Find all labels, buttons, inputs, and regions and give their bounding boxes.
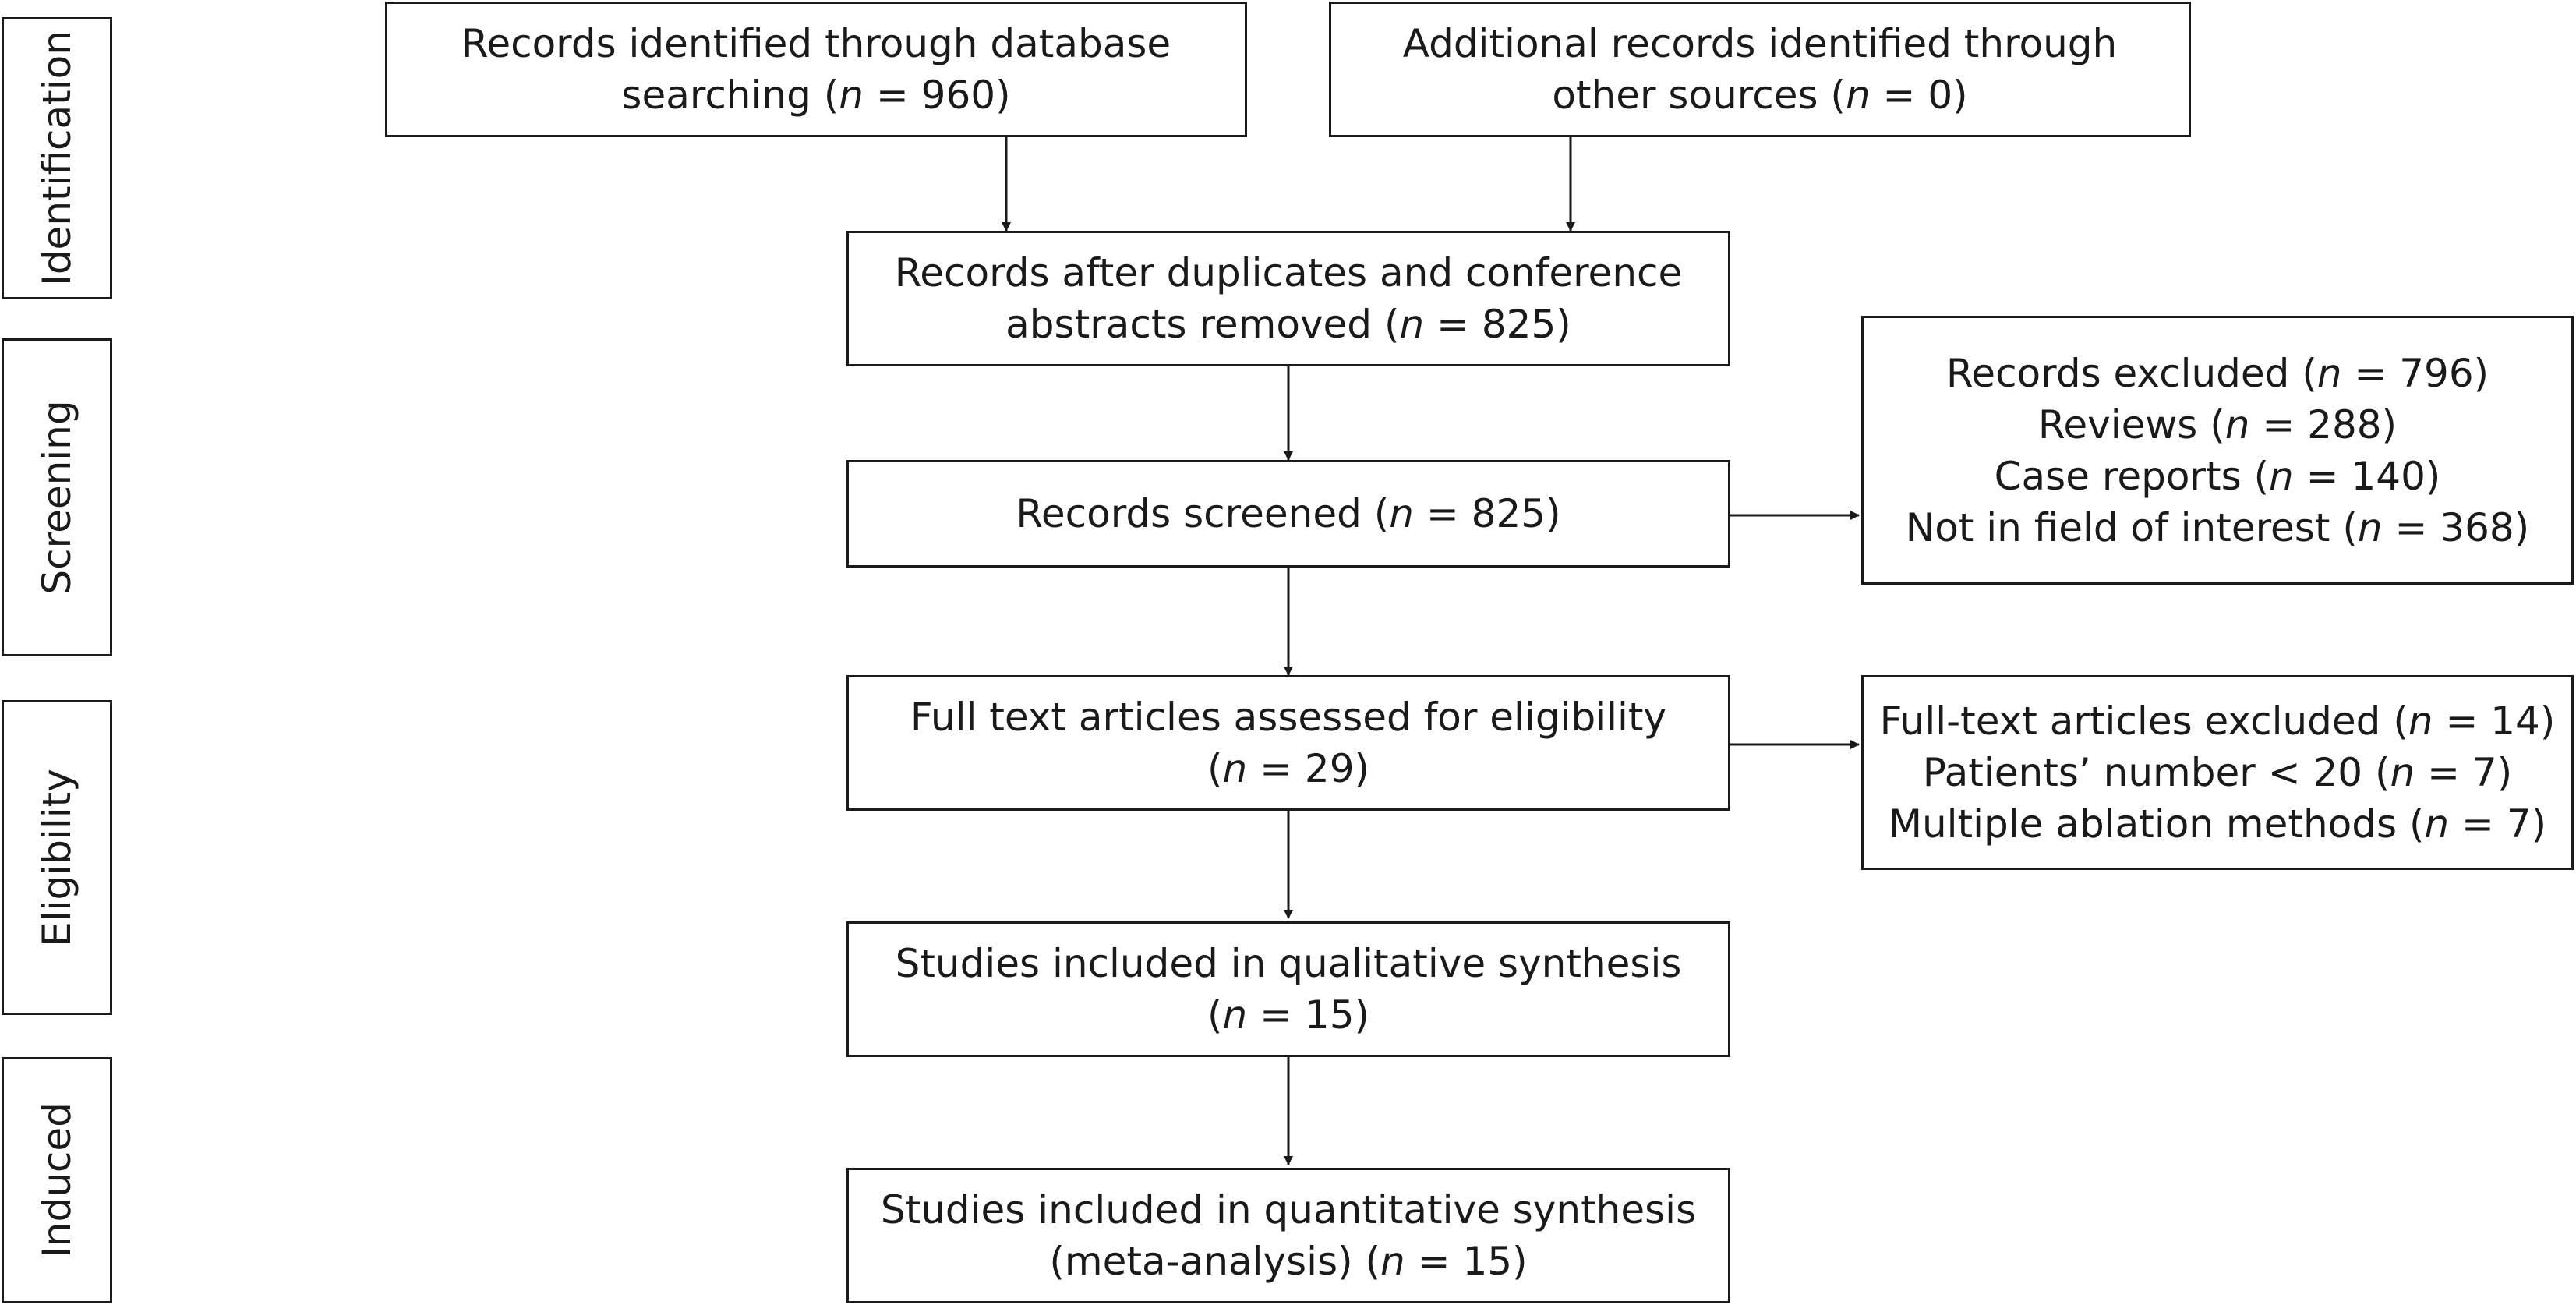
box-text: Full-text articles excluded (n = 14): [1879, 698, 2556, 744]
box-text: Not in field of interest (n = 368): [1905, 504, 2530, 550]
stage-identification: Identification: [2, 17, 112, 299]
box-records-screened: Records screened (n = 825): [846, 460, 1730, 568]
stage-screening: Screening: [2, 338, 112, 656]
box-records-excluded: Records excluded (n = 796) Reviews (n = …: [1861, 316, 2574, 585]
stage-induced: Induced: [2, 1057, 112, 1303]
box-text: (meta-analysis) (n = 15): [1049, 1239, 1528, 1284]
box-text: Patients’ number < 20 (n = 7): [1922, 750, 2513, 795]
box-text: Additional records identified through: [1402, 21, 2118, 66]
box-text: Studies included in qualitative synthesi…: [895, 941, 1682, 986]
box-qualitative-synthesis: Studies included in qualitative synthesi…: [846, 921, 1730, 1057]
stage-eligibility: Eligibility: [2, 700, 112, 1015]
box-text: (n = 29): [1207, 746, 1370, 791]
box-text: other sources (n = 0): [1552, 72, 1968, 118]
box-text: Full text articles assessed for eligibil…: [910, 695, 1667, 740]
box-other-sources: Additional records identified through ot…: [1329, 2, 2191, 137]
box-full-text-excluded: Full-text articles excluded (n = 14) Pat…: [1861, 675, 2574, 870]
box-text: Records screened (n = 825): [1016, 491, 1561, 536]
box-quantitative-synthesis: Studies included in quantitative synthes…: [846, 1168, 1730, 1303]
box-text: Records excluded (n = 796): [1945, 350, 2489, 396]
box-text: Reviews (n = 288): [2037, 401, 2398, 447]
box-database-records: Records identified through database sear…: [385, 2, 1247, 137]
box-after-duplicates: Records after duplicates and conference …: [846, 231, 1730, 366]
box-text: Case reports (n = 140): [1994, 453, 2441, 499]
box-text: Multiple ablation methods (n = 7): [1888, 801, 2547, 847]
box-text: Records identified through database: [461, 21, 1171, 66]
box-text: abstracts removed (n = 825): [1005, 302, 1571, 347]
box-text: Records after duplicates and conference: [894, 250, 1683, 295]
box-text: Studies included in quantitative synthes…: [880, 1187, 1697, 1232]
box-full-text-assessed: Full text articles assessed for eligibil…: [846, 675, 1730, 811]
box-text: searching (n = 960): [621, 72, 1011, 118]
box-text: (n = 15): [1207, 992, 1370, 1038]
